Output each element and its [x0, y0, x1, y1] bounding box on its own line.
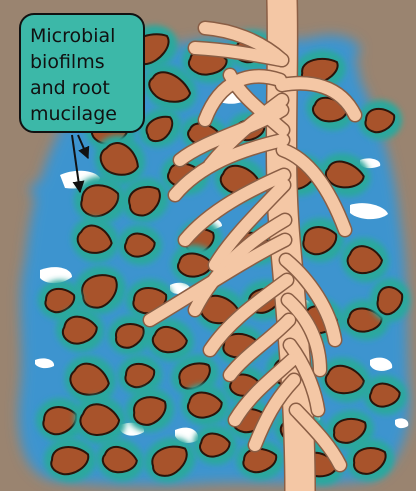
- callout-line-3: and root: [30, 77, 110, 99]
- callout-line-2: biofilms: [30, 51, 105, 73]
- callout-line-4: mucilage: [30, 103, 117, 125]
- soil-particle: [358, 100, 402, 140]
- soil-particle: [370, 278, 410, 322]
- soil-particle: [44, 438, 96, 482]
- callout-line-1: Microbial: [30, 25, 115, 47]
- soil-particle: [74, 176, 126, 224]
